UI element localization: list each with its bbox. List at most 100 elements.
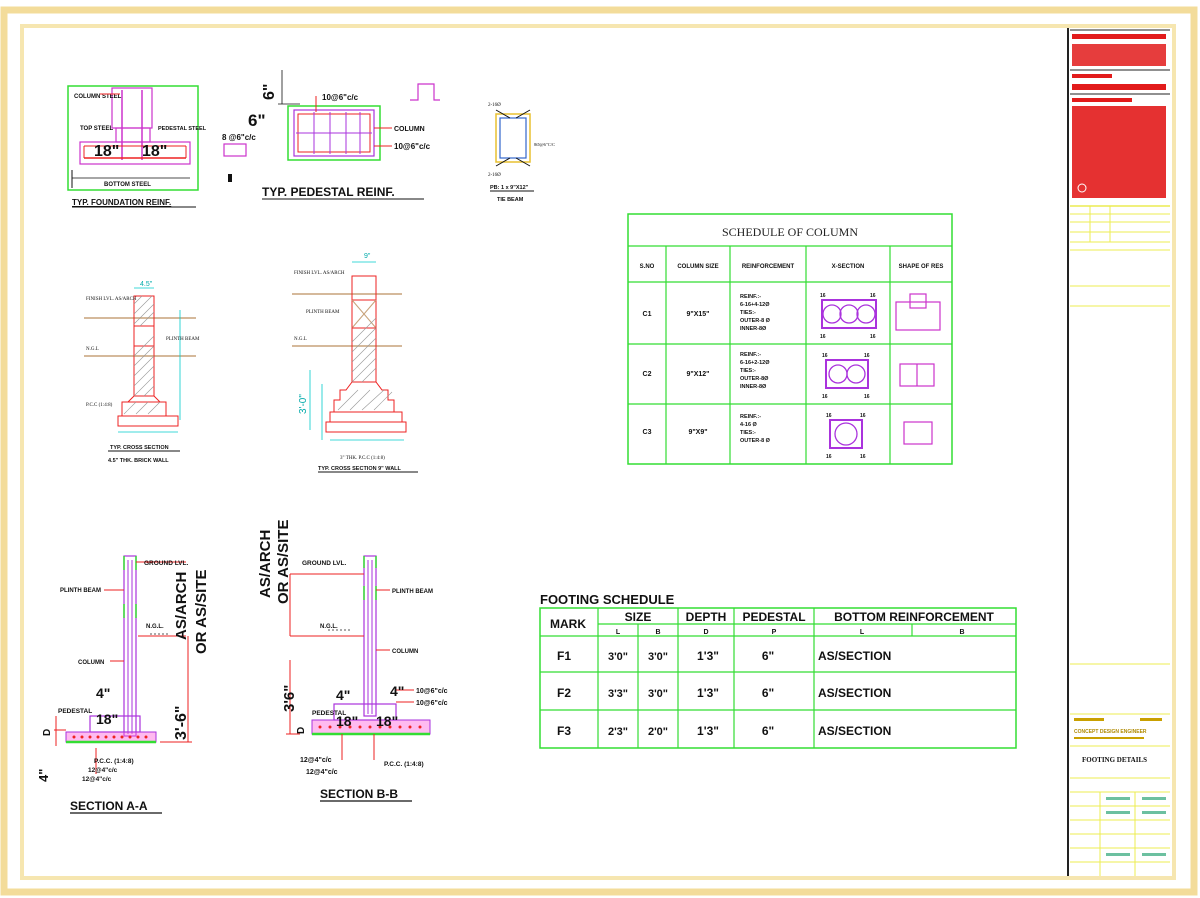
section-bb-dim-side2: 18" <box>376 713 398 729</box>
footing-header-depth: DEPTH <box>686 610 727 624</box>
section-bb-title: SECTION B-B <box>320 787 398 801</box>
tie-beam-top-bars: 2-16Ø <box>488 103 501 108</box>
section-bb-dim-d: D <box>296 727 307 734</box>
section-bb-bar2: 12@4"c/c <box>306 769 338 776</box>
column-bar-mark: 16 <box>826 413 832 419</box>
footing-row-reinf: AS/SECTION <box>818 724 891 738</box>
column-bar-mark: 16 <box>826 454 832 460</box>
footing-subheader: B <box>959 629 964 636</box>
column-bar-mark: 16 <box>822 353 828 359</box>
footing-subheader: P <box>772 629 777 636</box>
column-schedule-title: SCHEDULE OF COLUMN <box>722 225 858 239</box>
tie-beam-title: TIE BEAM <box>497 197 524 203</box>
tie-beam-bottom-bars: 2-16Ø <box>488 173 501 178</box>
title-block-drawing-title: FOOTING DETAILS <box>1082 756 1147 764</box>
tie-beam-size: PB: 1 x 9"X12" <box>490 185 529 191</box>
column-row-sno: C2 <box>643 371 652 378</box>
wall9-dim-left: 3'-0" <box>298 394 309 414</box>
footing-row-b: 2'0" <box>648 726 668 738</box>
column-row-reinf-line: INNER-8Ø <box>740 326 767 332</box>
column-schedule-table: SCHEDULE OF COLUMN S.NO COLUMN SIZE REIN… <box>627 213 953 465</box>
column-row-reinf-line: OUTER-8 Ø <box>740 438 771 444</box>
column-bar-mark: 16 <box>860 413 866 419</box>
section-bb-bar-top1: 10@6"c/c <box>416 688 448 695</box>
section-aa-bar1: 12@4"c/c <box>88 767 118 774</box>
section-bb-ngl: N.G.L. <box>320 624 338 630</box>
section-aa: PLINTH BEAM GROUND LVL. N.G.L. COLUMN AS… <box>36 555 210 814</box>
column-schedule-header: SHAPE OF RES <box>899 264 944 270</box>
section-bb-as-arch: AS/ARCH <box>257 530 274 598</box>
column-bar-mark: 16 <box>820 293 826 299</box>
column-schedule-header: REINFORCEMENT <box>742 264 795 270</box>
column-row-size: 9"X12" <box>687 371 710 378</box>
column-row-reinf-line: 4-16 Ø <box>740 422 758 428</box>
section-aa-ground-lvl: GROUND LVL. <box>144 560 188 567</box>
column-bar-mark: 16 <box>864 353 870 359</box>
footing-header-bottom-reinf: BOTTOM REINFORCEMENT <box>834 610 994 624</box>
brick-wall-subtitle: 4.5" THK. BRICK WALL <box>108 458 169 464</box>
section-aa-pedestal: PEDESTAL <box>58 708 92 715</box>
column-row-size: 9"X9" <box>688 429 707 436</box>
column-row-reinf-line: OUTER-8Ø <box>740 376 769 382</box>
pedestal-bar-bottom: 10@6"c/c <box>394 142 431 151</box>
column-row-reinf-line: REINF.:- <box>740 294 761 300</box>
section-aa-bar2: 12@4"c/c <box>82 776 112 783</box>
footing-row-d: 1'3" <box>697 686 719 700</box>
wall9-dim-top: 9" <box>364 253 371 260</box>
section-aa-dim-depth: 3'-6" <box>173 705 190 740</box>
section-bb: AS/ARCH OR AS/SITE GROUND LVL. PLINTH BE… <box>257 520 448 802</box>
section-aa-dim-d: D <box>42 729 53 736</box>
brick-wall-title: TYP. CROSS SECTION <box>110 445 169 451</box>
column-bar-mark: 16 <box>822 394 828 400</box>
column-bar-mark: 16 <box>864 394 870 400</box>
pedestal-reinf-title: TYP. PEDESTAL REINF. <box>262 185 395 199</box>
brick-wall-cross-section: 4.5" FINISH LVL. AS/ARCH PLINTH BEAM N.G… <box>84 281 200 464</box>
section-bb-bar-top2: 10@6"c/c <box>416 700 448 707</box>
footing-row-d: 1'3" <box>697 724 719 738</box>
column-bar-mark: 16 <box>860 454 866 460</box>
foundation-dim-right: 18" <box>142 143 167 160</box>
footing-row-l: 2'3" <box>608 726 628 738</box>
column-bar-mark: 16 <box>870 293 876 299</box>
section-bb-or-site: OR AS/SITE <box>275 520 292 604</box>
title-block: CONCEPT DESIGN ENGINEER FOOTING DETAILS <box>1070 29 1170 876</box>
footing-row-mark: F2 <box>557 686 571 700</box>
pedestal-dim-top: 6" <box>261 84 278 100</box>
footing-row-l: 3'0" <box>608 651 628 663</box>
column-row-reinf-line: INNER-8Ø <box>740 384 767 390</box>
section-bb-ground-lvl: GROUND LVL. <box>302 560 346 567</box>
section-bb-pcc: P.C.C. (1:4:8) <box>384 761 424 768</box>
footing-row-mark: F1 <box>557 649 571 663</box>
tie-beam-stirrup: 8Ø@6"C/C <box>534 142 555 147</box>
footing-subheader: D <box>703 629 708 636</box>
footing-schedule-title: FOOTING SCHEDULE <box>540 592 675 607</box>
column-row-sno: C1 <box>643 311 652 318</box>
footing-row-p: 6" <box>762 649 774 663</box>
section-bb-dim-small2: 4" <box>390 683 404 699</box>
title-block-company: CONCEPT DESIGN ENGINEER <box>1074 729 1147 735</box>
brick-wall-plinth-beam: PLINTH BEAM <box>166 337 200 342</box>
foundation-bottom-steel-label: BOTTOM STEEL <box>104 182 151 188</box>
column-schedule-header: X-SECTION <box>832 264 865 270</box>
footing-row-b: 3'0" <box>648 688 668 700</box>
sheet-frame <box>0 6 1198 896</box>
column-bar-mark: 16 <box>820 334 826 340</box>
column-row-reinf-line: TIES:- <box>740 430 756 436</box>
footing-schedule-table: FOOTING SCHEDULE MARK SIZE DEPTH PEDESTA… <box>539 592 1017 749</box>
footing-subheader: L <box>860 629 865 636</box>
section-aa-pcc: P.C.C. (1:4:8) <box>94 758 134 765</box>
foundation-top-steel-label: TOP STEEL <box>80 126 113 132</box>
foundation-pedestal-steel-label: PEDESTAL STEEL <box>158 126 207 132</box>
column-row-reinf-line: OUTER-8 Ø <box>740 318 771 324</box>
column-row-reinf-line: 6-16+4-12Ø <box>740 302 770 308</box>
column-schedule-header: COLUMN SIZE <box>677 264 718 270</box>
section-bb-plinth-beam: PLINTH BEAM <box>392 589 433 595</box>
column-row-reinf-line: REINF.:- <box>740 414 761 420</box>
section-aa-title: SECTION A-A <box>70 799 148 813</box>
wall9-ngl: N.G.L <box>294 337 307 342</box>
section-aa-or-site: OR AS/SITE <box>193 570 210 654</box>
tie-beam-detail: 2-16Ø 2-16Ø 8Ø@6"C/C PB: 1 x 9"X12" TIE … <box>488 103 555 203</box>
section-aa-plinth-beam: PLINTH BEAM <box>60 588 101 594</box>
footing-row-reinf: AS/SECTION <box>818 686 891 700</box>
